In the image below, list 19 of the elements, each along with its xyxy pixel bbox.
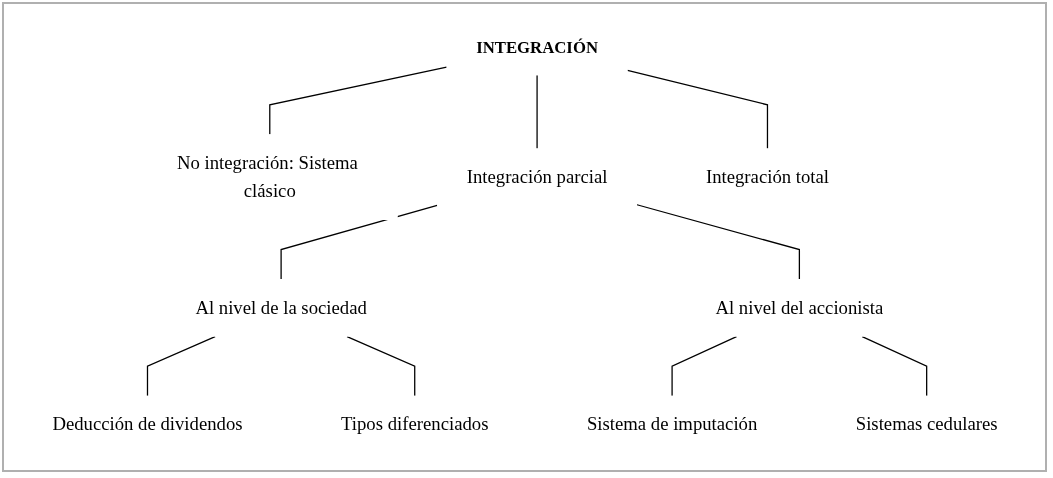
connector — [626, 69, 768, 150]
connector — [146, 336, 216, 397]
connector — [635, 204, 800, 280]
node-text: Deducción de dividendos — [51, 413, 243, 435]
connector — [861, 336, 927, 397]
connector — [535, 74, 538, 150]
node-text: Sistema de imputación — [586, 413, 757, 435]
connector — [670, 336, 737, 397]
connector — [279, 204, 438, 280]
node-text: Al nivel del accionista — [714, 296, 883, 318]
node-text: INTEGRACIÓN — [475, 38, 598, 58]
connector — [268, 66, 447, 135]
node-text: Integración total — [705, 166, 829, 187]
connector — [345, 336, 415, 397]
node-text: Al nivel de la sociedad — [194, 296, 367, 318]
node-text: Sistemas cedulares — [855, 413, 998, 435]
node-text: Integración parcial — [466, 166, 607, 187]
node-text: No integración: Sistema clásico — [176, 152, 358, 201]
node-text: Tipos diferenciados — [340, 413, 488, 435]
